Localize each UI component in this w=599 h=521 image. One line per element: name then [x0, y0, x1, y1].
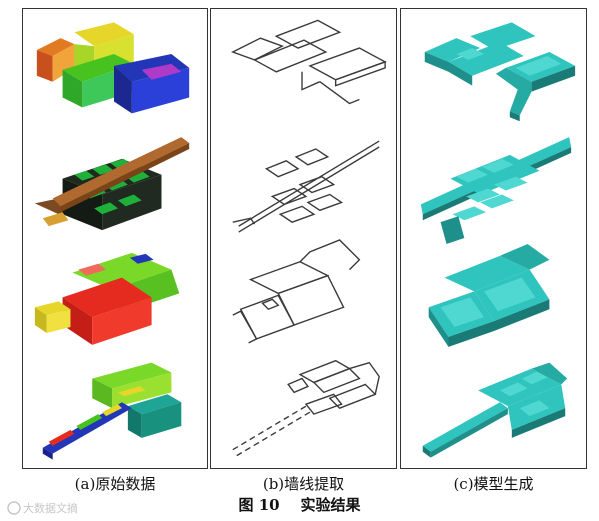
model-building-2 — [420, 137, 572, 244]
wall-lines-building-2 — [232, 140, 380, 233]
watermark-text: 大数据文摘 — [23, 501, 78, 515]
model-building-1 — [424, 22, 576, 122]
wall-line-figure — [231, 19, 387, 457]
wall-lines-building-4 — [232, 359, 380, 457]
model-figure — [420, 22, 576, 458]
watermark-logo: 大数据文摘 — [7, 501, 78, 515]
wall-lines-building-3 — [232, 239, 361, 344]
wall-lines-building-1 — [231, 19, 387, 105]
point-cloud-building-3 — [34, 252, 180, 345]
panel-label-models: (c)模型生成 — [453, 475, 534, 493]
panel-wall-lines — [210, 8, 397, 469]
point-cloud-figure — [34, 22, 190, 460]
panel-models — [400, 8, 587, 469]
panel-original-data — [22, 8, 208, 469]
point-cloud-building-2 — [34, 137, 190, 231]
point-cloud-building-4 — [42, 362, 182, 460]
panel-label-original-data: (a)原始数据 — [74, 475, 156, 493]
figure-caption: 图 10 实验结果 — [238, 496, 361, 514]
model-building-4 — [422, 362, 568, 458]
model-building-3 — [428, 243, 550, 347]
point-cloud-building-1 — [36, 22, 190, 114]
panel-label-wall-lines: (b)墙线提取 — [262, 475, 345, 493]
